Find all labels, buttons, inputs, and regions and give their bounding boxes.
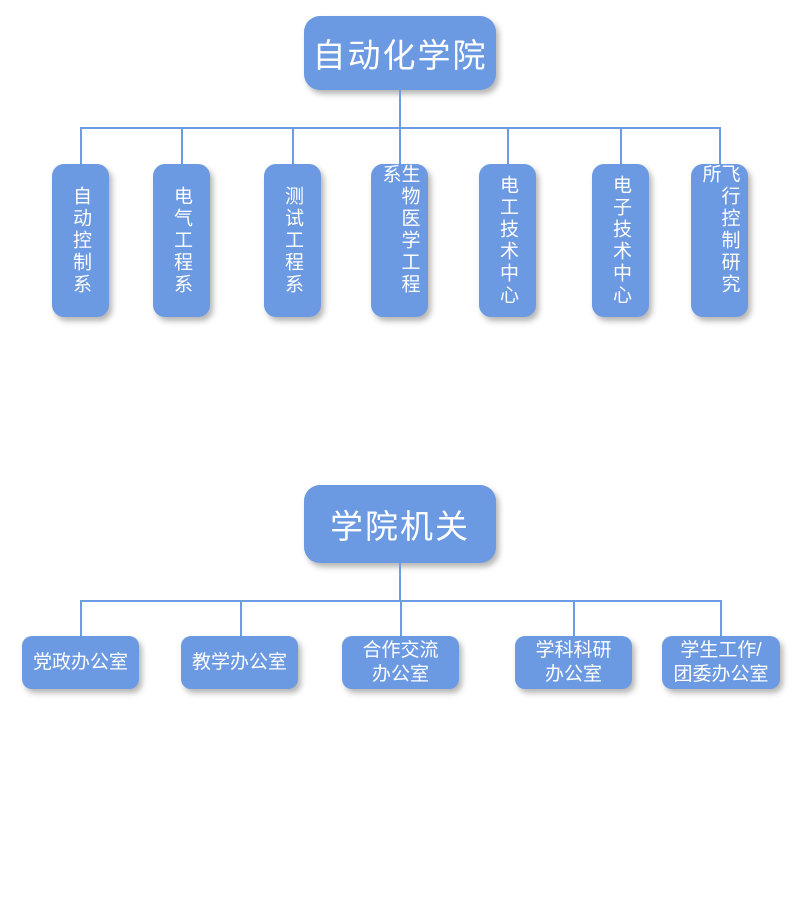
connector-drop2-3 (400, 600, 402, 636)
connector-drop1-3 (292, 127, 294, 165)
node-student-work-league-office: 学生工作/ 团委办公室 (662, 636, 780, 689)
node-electrical-engineering-dept: 电气工程系 (153, 164, 210, 317)
node-party-admin-office: 党政办公室 (22, 636, 139, 689)
connector-drop1-7 (719, 127, 721, 165)
node-testing-engineering-dept: 测试工程系 (264, 164, 321, 317)
node-cooperation-exchange-office: 合作交流 办公室 (342, 636, 459, 689)
node-biomedical-engineering-dept: 生物医学工程系 (371, 164, 428, 317)
connector-drop2-5 (720, 600, 722, 636)
node-label: 测试工程系 (282, 185, 303, 296)
automation-college-root-node: 自动化学院 (304, 16, 496, 90)
node-discipline-research-office: 学科科研 办公室 (515, 636, 632, 689)
connector-drop1-2 (181, 127, 183, 165)
node-label: 学生工作/ 团委办公室 (673, 639, 769, 685)
connector-drop2-1 (80, 600, 82, 636)
connector-drop1-1 (80, 127, 82, 165)
connector-drop2-4 (573, 600, 575, 636)
node-label: 学科科研 办公室 (535, 639, 612, 685)
connector-drop1-5 (507, 127, 509, 165)
node-label: 教学办公室 (191, 651, 287, 673)
node-automatic-control-dept: 自动控制系 (52, 164, 109, 317)
connector-root1-stub (399, 90, 401, 127)
node-label: 电工技术中心 (497, 174, 518, 307)
automation-college-root-label: 自动化学院 (312, 37, 488, 74)
college-offices-root-node: 学院机关 (304, 485, 496, 563)
node-electrical-technology-center: 电工技术中心 (479, 164, 536, 317)
node-flight-control-institute: 飞行控制研究所 (691, 164, 748, 317)
college-offices-root-label: 学院机关 (330, 508, 470, 545)
connector-root2-stub (399, 563, 401, 600)
node-label: 党政办公室 (32, 651, 128, 673)
node-label: 生物医学工程系 (379, 164, 420, 296)
node-teaching-office: 教学办公室 (181, 636, 298, 689)
node-label: 自动控制系 (70, 185, 91, 296)
node-label: 电子技术中心 (610, 174, 631, 307)
node-label: 电气工程系 (171, 185, 192, 296)
node-electronic-technology-center: 电子技术中心 (592, 164, 649, 317)
node-label: 合作交流 办公室 (362, 639, 439, 685)
node-label: 飞行控制研究所 (699, 164, 740, 296)
connector-drop2-2 (240, 600, 242, 636)
connector-drop1-6 (620, 127, 622, 165)
connector-drop1-4 (399, 127, 401, 165)
